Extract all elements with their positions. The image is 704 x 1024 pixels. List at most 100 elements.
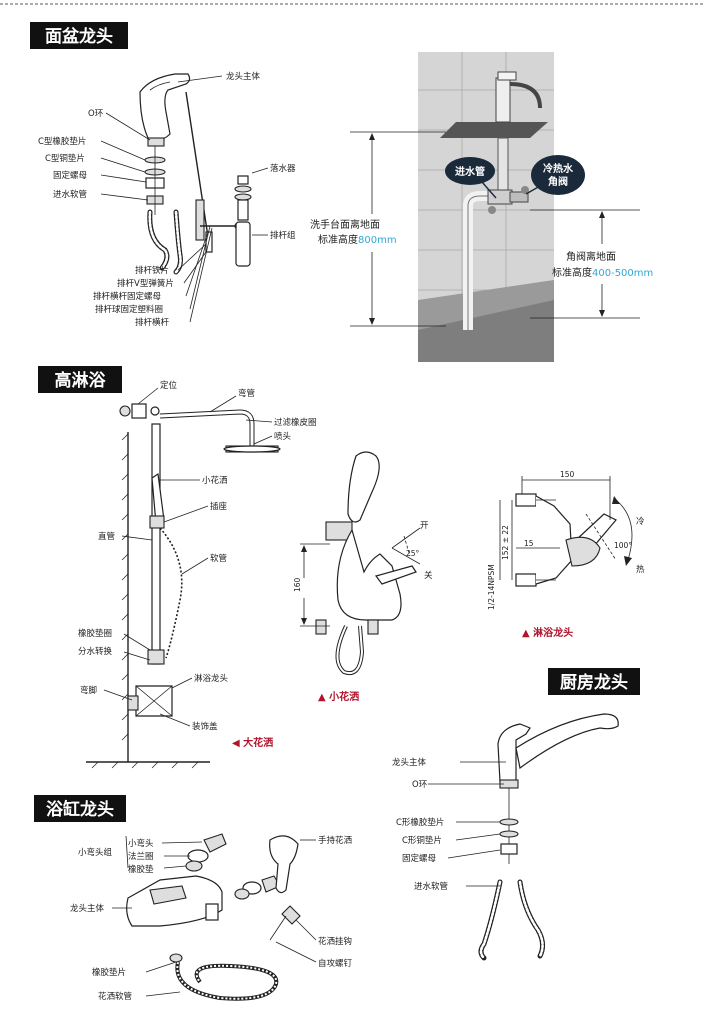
kitchen-label-c-copper: C形铜垫片 (402, 835, 442, 846)
basin-label-o-ring: O环 (88, 109, 104, 119)
bathtub-hose (169, 953, 279, 1001)
basin-label-v-spring: 排杆V型弹簧片 (117, 278, 174, 289)
kitchen-label-c-rubber: C形橡胶垫片 (396, 817, 444, 828)
shower-wall (86, 432, 210, 769)
shower-pipes (119, 403, 281, 717)
bathtub-label-hand-shower: 手持花洒 (318, 835, 353, 846)
shower-title: 高淋浴 (55, 370, 107, 391)
basin-label-c-copper: C型铜垫片 (45, 153, 85, 164)
bathtub-label-holder: 花洒挂钩 (318, 936, 352, 947)
basin-title: 面盆龙头 (45, 26, 113, 47)
shower-label-hand: 小花洒 (202, 475, 228, 486)
shower-label-positioner: 定位 (160, 380, 178, 391)
basin-drain (234, 175, 252, 267)
kitchen-faucet-section: 厨房龙头 龙头主体 O环 C形橡胶垫片 C形铜垫 (392, 668, 640, 961)
shower-label-rubber-ring: 橡胶垫圈 (78, 628, 112, 639)
bathtub-label-gasket: 橡胶垫片 (92, 967, 126, 978)
valve-height-prefix: 标准高度 (552, 266, 592, 279)
bathtub-label-body: 龙头主体 (70, 903, 105, 914)
basin-height-line1: 洗手台面离地面 (310, 218, 380, 231)
small-shower-diagram (300, 451, 421, 675)
shower-section: 高淋浴 (38, 366, 645, 769)
valve-width: 150 (560, 470, 575, 479)
basin-label-c-rubber: C型橡胶垫片 (38, 136, 86, 147)
shower-label-bent-pipe: 弯管 (238, 388, 255, 399)
basin-label-nut: 固定螺母 (53, 170, 87, 181)
basin-title-box (30, 22, 128, 49)
basin-faucet-body (139, 73, 191, 147)
basin-label-ball-ring: 排杆球固定塑料圈 (95, 304, 163, 315)
bathtub-label-screw: 自攻螺钉 (318, 958, 353, 969)
bathtub-hand-shower (269, 835, 301, 941)
bathtub-title-box (34, 795, 126, 822)
inlet-pipe-bubble (445, 157, 495, 185)
shower-label-cover: 装饰盖 (192, 721, 218, 732)
valve-caption: ▲ 淋浴龙头 (522, 626, 573, 639)
valve-cold: 冷 (636, 516, 645, 527)
valve-height-line2: 标准高度400-500mm (552, 266, 653, 279)
basin-label-lever-strip: 排杆铁片 (135, 265, 169, 276)
bathtub-body (126, 875, 223, 927)
shower-label-filter: 过滤橡皮圈 (274, 417, 317, 428)
kitchen-label-o-ring: O环 (412, 780, 428, 790)
big-shower-caption: ◀ 大花洒 (232, 736, 273, 749)
bathtub-label-small-elbow: 小弯头 (128, 838, 154, 849)
basin-inlet-hoses (147, 209, 183, 275)
basin-height-line2: 标准高度800mm (318, 233, 397, 246)
basin-label-body: 龙头主体 (226, 71, 261, 82)
basin-label-lever-rod: 排杆横杆 (135, 317, 170, 328)
scene-label-valve-1: 冷热水 (543, 162, 574, 175)
kitchen-leaders (428, 761, 506, 887)
basin-leaders (100, 75, 269, 323)
basin-lever-assembly (185, 91, 242, 253)
small-shower-close: 关 (424, 570, 433, 581)
kitchen-label-inlet-hose: 进水软管 (414, 881, 448, 892)
small-shower-caption: ▲ 小花洒 (318, 690, 359, 703)
bathtub-label-flange: 法兰圈 (128, 851, 154, 862)
basin-label-lever-group: 排杆组 (270, 230, 296, 241)
kitchen-title-box (548, 668, 640, 695)
scene-dimensions (350, 131, 640, 327)
shower-leaders (103, 387, 273, 727)
bathtub-title: 浴缸龙头 (46, 799, 114, 820)
small-shower-open: 开 (420, 521, 429, 531)
shower-label-diverter: 分水转换 (78, 646, 113, 657)
small-shower-height: 160 (293, 577, 302, 592)
bathtub-label-rubber-pad: 橡胶垫 (128, 864, 154, 875)
shower-label-elbow: 弯脚 (80, 685, 97, 696)
basin-faucet-section: 面盆龙头 (30, 22, 296, 328)
kitchen-faucet-body (497, 713, 619, 864)
small-shower-angle: 25° (406, 549, 420, 558)
scene-label-valve-2: 角阀 (548, 175, 568, 188)
basin-washer-stack (144, 146, 166, 215)
basin-slab (440, 122, 548, 138)
kitchen-title: 厨房龙头 (560, 672, 628, 693)
valve-rotation: 100° (614, 541, 632, 550)
installation-scene: 进水管 冷热水 角阀 洗手台面离地面 标准高度800mm 角阀离地面 标准高度4… (310, 52, 653, 362)
valve-height-line1: 角阀离地面 (566, 250, 616, 263)
valve-hot: 热 (636, 564, 645, 575)
scene-faucet (495, 71, 542, 123)
scene-label-inlet-pipe: 进水管 (455, 165, 485, 178)
kitchen-inlet-hoses (478, 879, 546, 961)
basin-label-lever-nut: 排杆横杆固定螺母 (93, 291, 161, 302)
basin-label-drain: 落水器 (270, 163, 296, 174)
kitchen-washer-stack (499, 818, 519, 855)
shower-label-faucet: 淋浴龙头 (194, 673, 229, 684)
scene-callouts: 进水管 冷热水 角阀 (445, 155, 585, 199)
bathtub-leaders (112, 835, 317, 997)
basin-label-inlet-hose: 进水软管 (53, 189, 87, 200)
shower-label-socket: 插座 (210, 501, 228, 512)
shower-label-head: 喷头 (274, 431, 292, 442)
angle-valve-bubble (531, 155, 585, 195)
bathtub-label-elbow-group: 小弯头组 (78, 847, 113, 858)
kitchen-label-nut: 固定螺母 (402, 853, 436, 864)
bathtub-label-hose: 花洒软管 (98, 991, 132, 1002)
shower-title-box (38, 366, 122, 393)
bathtub-faucet-section: 浴缸龙头 (34, 795, 353, 1002)
valve-dimension-diagram (499, 476, 633, 587)
valve-thread: 1/2-14NPSM (487, 564, 496, 610)
kitchen-label-body: 龙头主体 (392, 757, 427, 768)
valve-offset: 15 (524, 539, 534, 548)
